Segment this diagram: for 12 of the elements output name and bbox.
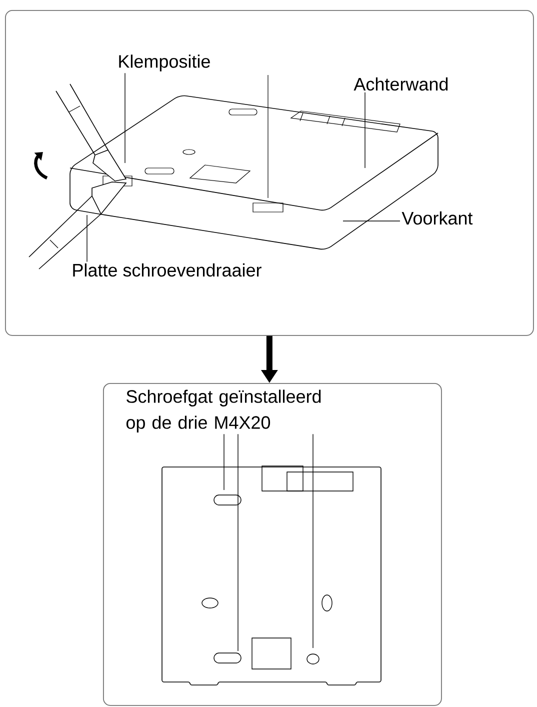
panel-frame <box>103 383 442 706</box>
panel-frame <box>5 10 534 336</box>
leader-line <box>364 92 366 168</box>
callout-label: Schroefgat geïnstalleerd op de drie M4X20 <box>126 390 321 432</box>
callout-label: Voorkant <box>402 211 473 225</box>
callout-label: Klempositie <box>119 54 210 72</box>
leader-line <box>86 214 88 262</box>
leader-line <box>124 72 126 164</box>
leader-line <box>342 220 400 222</box>
callout-label: Achterwand <box>354 77 448 91</box>
leader-line <box>312 434 314 648</box>
callout-label: Platte schroevendraaier <box>73 263 262 277</box>
